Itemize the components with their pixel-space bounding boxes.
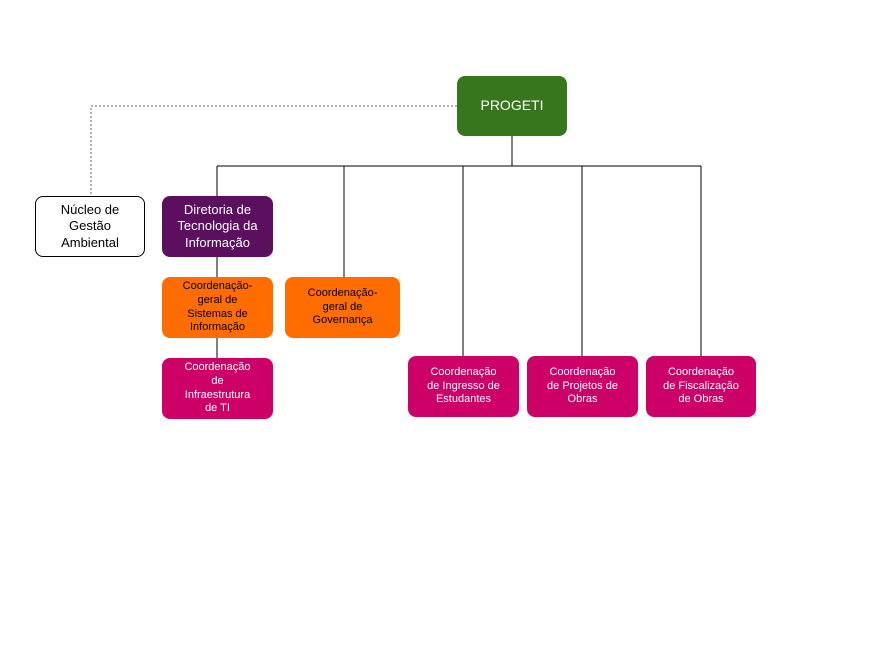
node-diretoria-label: Diretoria de Tecnologia da Informação: [177, 202, 258, 250]
node-progeti-label: PROGETI: [480, 97, 544, 114]
dotted-link-nucleo: [90, 105, 457, 196]
node-cg-governanca: Coordenação- geral de Governança: [285, 277, 400, 338]
node-cg-governanca-label: Coordenação- geral de Governança: [307, 286, 378, 327]
node-nucleo-label: Núcleo de Gestão Ambiental: [60, 202, 120, 250]
node-cg-sistemas-label: Coordenação- geral de Sistemas de Inform…: [182, 280, 253, 334]
node-nucleo-gestao-ambiental: Núcleo de Gestão Ambiental: [35, 196, 145, 257]
node-c-projetos-label: Coordenação de Projetos de Obras: [547, 365, 618, 406]
node-progeti: PROGETI: [457, 76, 567, 136]
node-c-fiscalizacao-obras: Coordenação de Fiscalização de Obras: [646, 356, 756, 417]
node-c-projetos-obras: Coordenação de Projetos de Obras: [527, 356, 638, 417]
node-c-ingresso-estudantes: Coordenação de Ingresso de Estudantes: [408, 356, 519, 417]
node-cg-sistemas-informacao: Coordenação- geral de Sistemas de Inform…: [162, 277, 273, 338]
node-c-ingresso-label: Coordenação de Ingresso de Estudantes: [427, 365, 500, 406]
node-c-infraestrutura-label: Coordenação de Infraestrutura de TI: [184, 361, 251, 415]
node-c-fiscalizacao-label: Coordenação de Fiscalização de Obras: [663, 365, 739, 406]
node-diretoria-ti: Diretoria de Tecnologia da Informação: [162, 196, 273, 257]
node-c-infraestrutura-ti: Coordenação de Infraestrutura de TI: [162, 358, 273, 419]
